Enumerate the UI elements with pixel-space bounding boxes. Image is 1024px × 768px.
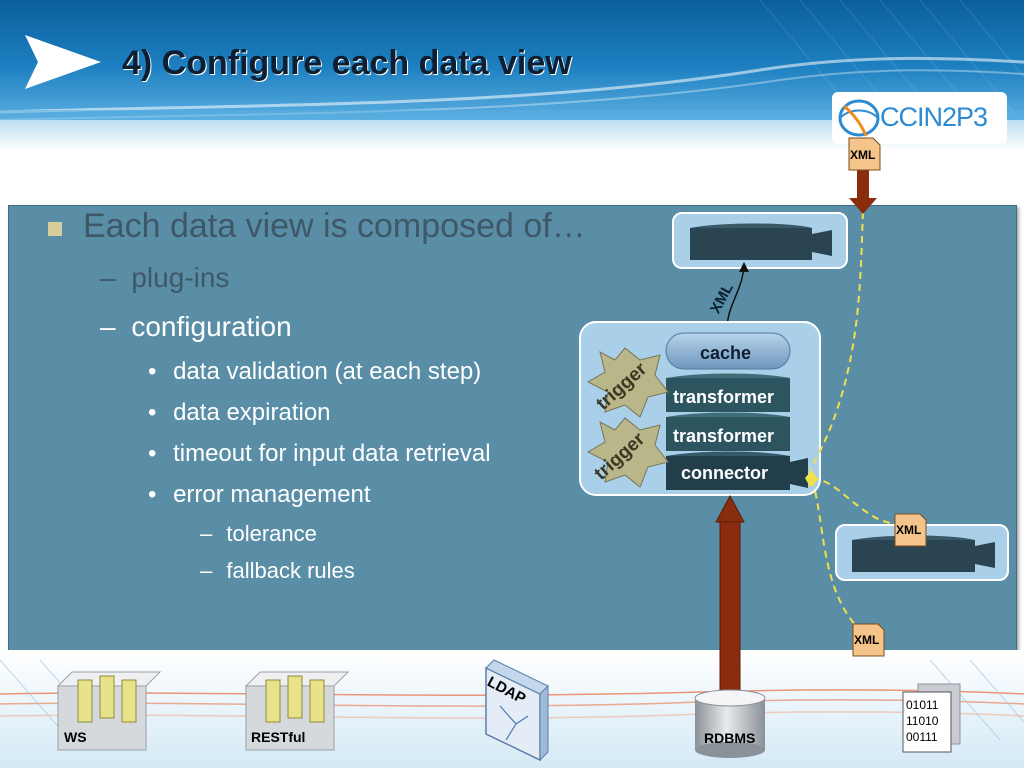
dash-glyph: – (100, 262, 116, 293)
binary-line-2: 11010 (906, 714, 939, 728)
bullet-level3-validation: • data validation (at each step) (148, 358, 481, 386)
bullet-label: fallback rules (226, 558, 355, 583)
xml-doc-icon-mid (894, 513, 927, 547)
trigger-star-2 (586, 417, 669, 488)
link-junction (805, 470, 818, 487)
xml-doc-icon-top (848, 137, 881, 171)
rdbms-database-icon (694, 689, 766, 758)
bullet-level3-error: • error management (148, 481, 371, 509)
restful-service-icon (244, 671, 350, 751)
square-bullet-icon (48, 222, 62, 236)
transformer-block-1 (666, 373, 790, 412)
bullet-label: timeout for input data retrieval (173, 440, 491, 467)
cache-label: cache (700, 343, 752, 363)
restful-label: RESTful (251, 729, 306, 745)
bullet-label: data expiration (173, 399, 331, 426)
logo-text: CCIN2P3 (880, 102, 988, 132)
cache-block (665, 332, 791, 370)
transformer-label-1: transformer (673, 387, 775, 407)
bullet-label: data validation (at each step) (173, 358, 482, 385)
xml-input-arrow (849, 168, 877, 214)
transformer-label-2: transformer (673, 426, 775, 446)
bullet-level4-tolerance: – tolerance (200, 521, 317, 547)
dash-glyph: – (200, 558, 213, 583)
xml-doc-icon-bottom (852, 623, 885, 657)
ws-label: WS (64, 729, 87, 745)
dot-glyph: • (148, 481, 157, 508)
ldap-server-icon (485, 659, 549, 762)
connector-block (666, 451, 808, 490)
xml-label-mid: XML (896, 523, 922, 537)
bullet-level2-plugins: – plug-ins (100, 262, 229, 294)
globe-icon (838, 99, 880, 137)
trigger-star-1 (586, 347, 669, 418)
ws-service-icon (56, 671, 162, 751)
bullet-level2-configuration: – configuration (100, 311, 292, 343)
binary-line-1: 01011 (906, 698, 939, 712)
dashed-data-links (809, 211, 901, 631)
xml-label-bottom: XML (854, 633, 880, 647)
transformer-block-2 (666, 412, 790, 451)
ccin2p3-logo: CCIN2P3 (832, 92, 1007, 144)
binary-data-text: 01011 11010 00111 (906, 697, 938, 745)
bullet-label: error management (173, 481, 371, 508)
bullet-level3-timeout: • timeout for input data retrieval (148, 440, 491, 468)
dot-glyph: • (148, 440, 157, 467)
output-box (672, 212, 848, 269)
dot-glyph: • (148, 399, 157, 426)
rdbms-up-arrow (715, 494, 745, 706)
bullet-level1: Each data view is composed of… (83, 207, 586, 245)
connector-label: connector (681, 463, 769, 483)
bullet-label: tolerance (226, 521, 317, 546)
bullet-label: configuration (131, 311, 292, 342)
dash-glyph: – (100, 311, 116, 342)
rdbms-label: RDBMS (704, 730, 756, 746)
bullet-level3-expiration: • data expiration (148, 399, 331, 427)
play-arrow-icon (25, 35, 101, 89)
dash-glyph: – (200, 521, 213, 546)
bullet-label: plug-ins (131, 262, 230, 293)
binary-line-3: 00111 (906, 730, 938, 744)
dot-glyph: • (148, 358, 157, 385)
binary-file-icon (902, 683, 961, 753)
bullet-level4-fallback: – fallback rules (200, 558, 355, 584)
page-title: 4) Configure each data view (122, 44, 572, 82)
xml-label-top: XML (850, 148, 876, 162)
